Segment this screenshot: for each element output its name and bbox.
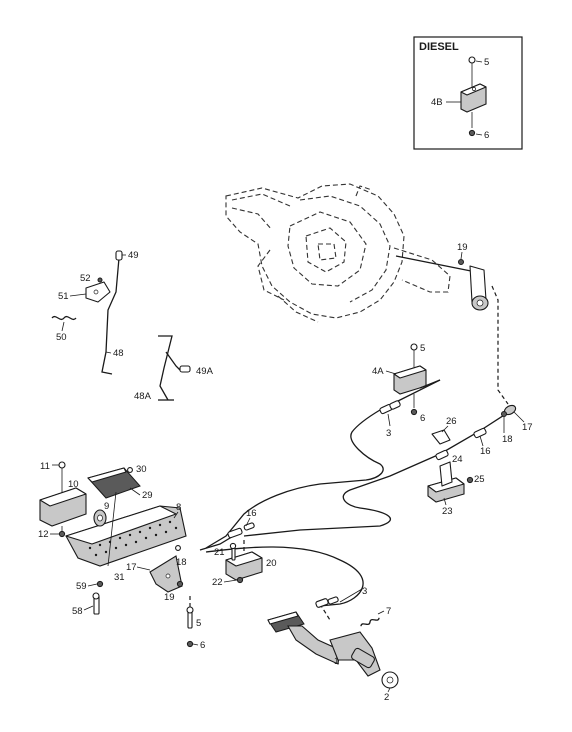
label-25: 25 bbox=[474, 474, 485, 485]
bracket-10 bbox=[39, 461, 107, 538]
pad-29 bbox=[87, 467, 141, 499]
label-9: 9 bbox=[104, 501, 109, 512]
label-24: 24 bbox=[452, 454, 463, 465]
label-26: 26 bbox=[446, 416, 457, 427]
label-23: 23 bbox=[442, 506, 453, 517]
bolt-5-lower bbox=[186, 596, 194, 648]
label-31: 31 bbox=[114, 572, 125, 583]
label-2: 2 bbox=[384, 692, 389, 703]
label-18: 18 bbox=[176, 557, 187, 568]
label-21: 21 bbox=[214, 547, 225, 558]
label-52: 52 bbox=[80, 273, 91, 284]
label-3: 3 bbox=[386, 428, 391, 439]
diesel-inset-title: DIESEL bbox=[419, 41, 459, 53]
phantom-link bbox=[491, 285, 509, 405]
bracket-20 bbox=[225, 540, 263, 584]
cable-end-17 bbox=[501, 404, 517, 417]
transaxle-phantom bbox=[225, 183, 451, 323]
label-10: 10 bbox=[68, 479, 79, 490]
label-19: 19 bbox=[457, 242, 468, 253]
label-19: 19 bbox=[164, 592, 175, 603]
label-5: 5 bbox=[196, 618, 201, 629]
cable-fittings bbox=[227, 400, 487, 608]
label-7: 7 bbox=[386, 606, 391, 617]
label-8: 8 bbox=[176, 502, 181, 513]
transaxle-arm bbox=[395, 255, 489, 311]
label-22: 22 bbox=[212, 577, 223, 588]
label-4b: 4B bbox=[431, 97, 443, 108]
label-18: 18 bbox=[502, 434, 513, 445]
label-11: 11 bbox=[40, 461, 50, 472]
label-6: 6 bbox=[200, 640, 205, 651]
rod-48a-group bbox=[158, 335, 191, 401]
label-48a: 48A bbox=[134, 391, 152, 402]
label-29: 29 bbox=[142, 490, 153, 501]
label-51: 51 bbox=[58, 291, 69, 302]
label-17: 17 bbox=[522, 422, 533, 433]
label-49a: 49A bbox=[196, 366, 214, 377]
label-30: 30 bbox=[136, 464, 147, 475]
bolt-58-59 bbox=[92, 580, 104, 615]
label-5: 5 bbox=[420, 343, 425, 354]
lift-rod-group bbox=[51, 250, 123, 375]
label-12: 12 bbox=[38, 529, 49, 540]
label-5: 5 bbox=[484, 57, 489, 68]
label-6: 6 bbox=[420, 413, 425, 424]
diesel-inset: DIESEL 5 4B 6 bbox=[413, 36, 523, 150]
label-20: 20 bbox=[266, 558, 277, 569]
label-16: 16 bbox=[246, 508, 257, 519]
label-59: 59 bbox=[76, 581, 87, 592]
label-17: 17 bbox=[126, 562, 137, 573]
label-49: 49 bbox=[128, 250, 139, 261]
label-48: 48 bbox=[113, 348, 124, 359]
label-16: 16 bbox=[480, 446, 491, 457]
pedal-assembly bbox=[267, 611, 399, 689]
label-1: 1 bbox=[334, 656, 339, 667]
label-50: 50 bbox=[56, 332, 67, 343]
clip-26 bbox=[431, 429, 451, 445]
cables bbox=[199, 379, 513, 621]
label-58: 58 bbox=[72, 606, 83, 617]
label-4a: 4A bbox=[372, 366, 384, 377]
label-3: 3 bbox=[362, 586, 367, 597]
lever-17-lower bbox=[149, 545, 184, 593]
bracket-4a bbox=[393, 343, 441, 416]
label-6: 6 bbox=[484, 130, 489, 141]
bracket-23 bbox=[427, 461, 474, 503]
inset-bracket-4b bbox=[460, 56, 487, 137]
